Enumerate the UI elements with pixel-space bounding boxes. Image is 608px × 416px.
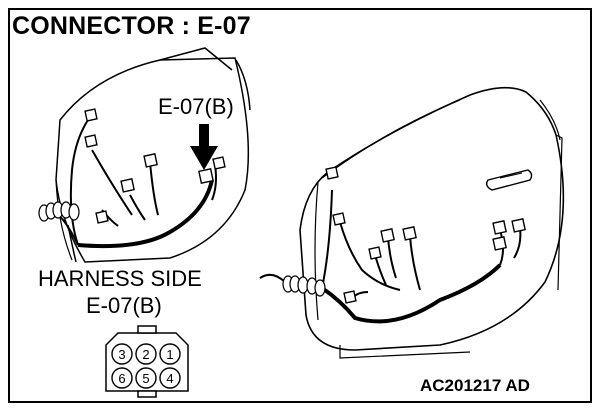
left-door-outline	[55, 47, 251, 263]
pin-2: 2	[135, 343, 157, 365]
diagram-title: CONNECTOR : E-07	[12, 12, 251, 40]
diagram-frame	[8, 8, 592, 403]
right-door-outline	[299, 86, 565, 359]
harness-connector-label: E-07(B)	[86, 293, 162, 318]
left-wire-harness	[54, 119, 217, 263]
pin-1: 1	[159, 343, 181, 365]
svg-text:5: 5	[142, 371, 149, 386]
pin-4: 4	[159, 367, 181, 389]
left-grommet	[38, 201, 80, 222]
callout-label: E-07(B)	[158, 94, 234, 119]
pin-6: 6	[111, 367, 133, 389]
right-connectors	[325, 166, 526, 304]
right-wire-harness	[259, 189, 522, 324]
connector-pins: 3 2 1 6 5 4	[111, 343, 181, 389]
door-handle	[485, 169, 533, 191]
pin-5: 5	[135, 367, 157, 389]
pin-3: 3	[111, 343, 133, 365]
svg-text:3: 3	[118, 347, 125, 362]
callout-arrow	[190, 124, 218, 170]
right-grommet	[282, 275, 326, 297]
harness-side-label: HARNESS SIDE	[38, 266, 202, 291]
svg-text:4: 4	[166, 371, 173, 386]
svg-text:1: 1	[166, 347, 173, 362]
left-connectors	[84, 108, 226, 224]
figure-code: AC201217 AD	[420, 376, 530, 395]
svg-text:6: 6	[118, 371, 125, 386]
svg-text:2: 2	[142, 347, 149, 362]
